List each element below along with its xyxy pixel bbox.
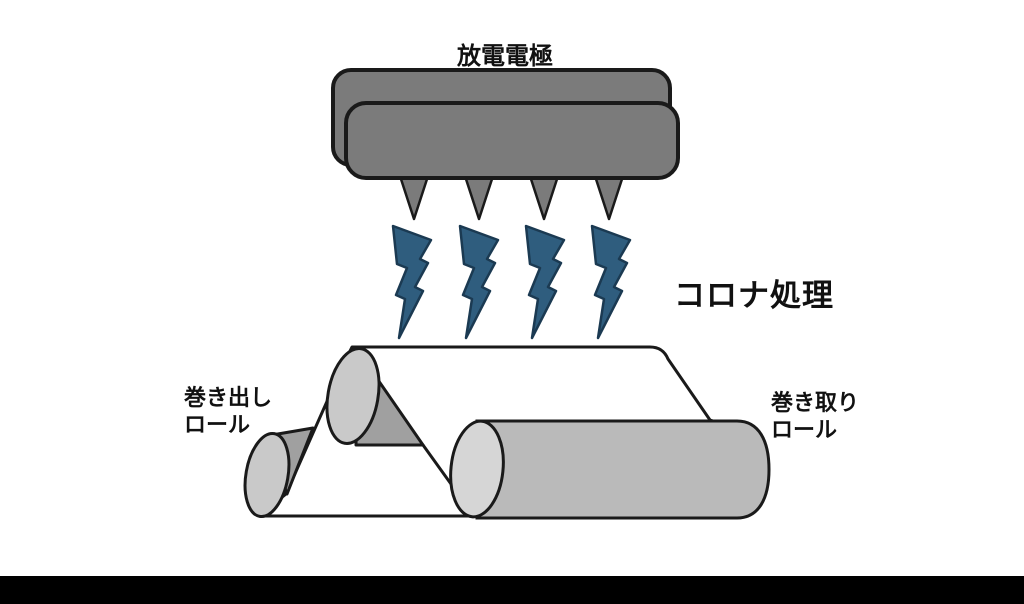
electrode-spike [463,174,495,221]
lightning-bolt [524,224,566,340]
electrode-spike [593,174,625,221]
corona-process-label: コロナ処理 [674,278,834,313]
windup-roll-label: 巻き取りロール [771,389,859,443]
unwind-roll-label-line2: ロール [184,412,251,437]
electrode-spike [398,174,430,221]
electrode-label: 放電電極 [457,43,553,70]
bottom-letterbox-bar [0,576,1024,604]
windup-roll-label-line2: ロール [771,417,838,442]
unwind-roll-label-line1: 巻き出し [184,385,273,410]
unwind-roll-label: 巻き出しロール [184,384,272,438]
lightning-bolt [590,224,632,340]
unwind-roller [243,431,291,519]
windup-roll-label-line1: 巻き取り [771,390,860,415]
electrode-front-slab [344,101,680,180]
guide-roller [325,347,381,445]
lightning-bolt [391,224,433,340]
corona-discharge-bolts [391,224,632,340]
electrode-spikes [398,174,625,221]
windup-roller-face [449,419,505,519]
electrode-spike [528,174,560,221]
lightning-bolt [458,224,500,340]
windup-roller-body [475,419,771,520]
